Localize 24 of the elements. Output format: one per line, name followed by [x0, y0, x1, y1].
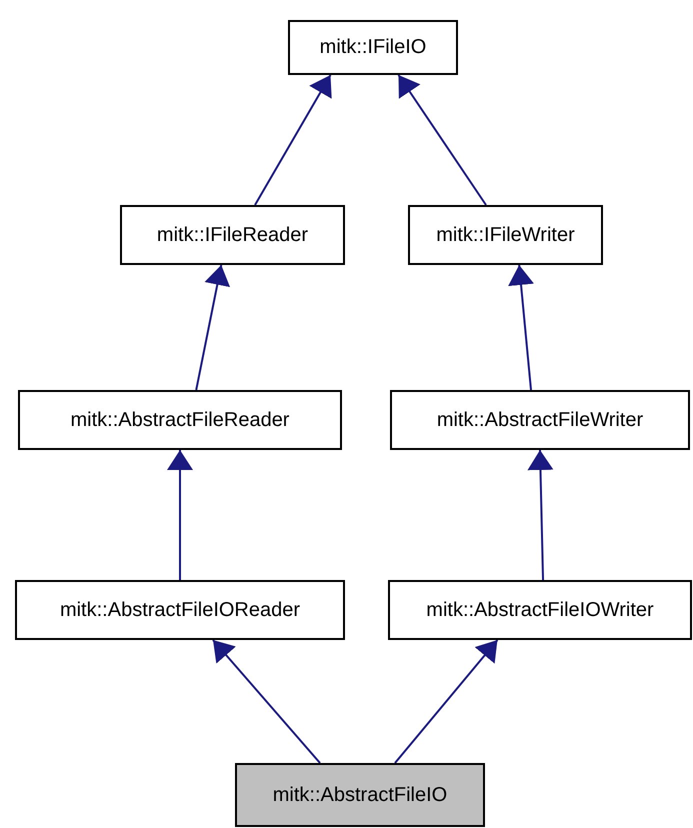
inheritance-arrow — [254, 74, 332, 206]
class-name: mitk::AbstractFileReader — [70, 408, 290, 432]
class-name: mitk::IFileIO — [320, 36, 426, 59]
class-name: mitk::AbstractFileIOReader — [60, 598, 300, 622]
class-box — [18, 390, 342, 450]
inheritance-arrow — [170, 450, 190, 580]
class-name: mitk::IFileReader — [156, 224, 308, 246]
inheritance-arrow — [530, 450, 550, 580]
class-box — [288, 20, 458, 75]
inheritance-arrow — [394, 639, 498, 764]
class-name: mitk::IFileWriter — [436, 224, 575, 246]
class-box — [120, 205, 345, 265]
inheritance-arrow — [398, 74, 487, 206]
class-box — [235, 763, 485, 827]
inheritance-arrow — [212, 639, 321, 764]
inheritance-arrow — [511, 264, 532, 390]
class-box — [15, 580, 345, 640]
class-name: mitk::AbstractFileIOWriter — [426, 598, 654, 622]
class-box — [388, 580, 692, 640]
class-name: mitk::AbstractFileIO — [272, 784, 448, 806]
class-box — [390, 390, 690, 450]
class-name: mitk::AbstractFileWriter — [436, 408, 644, 432]
inheritance-arrow — [195, 264, 228, 390]
class-box — [408, 205, 603, 265]
